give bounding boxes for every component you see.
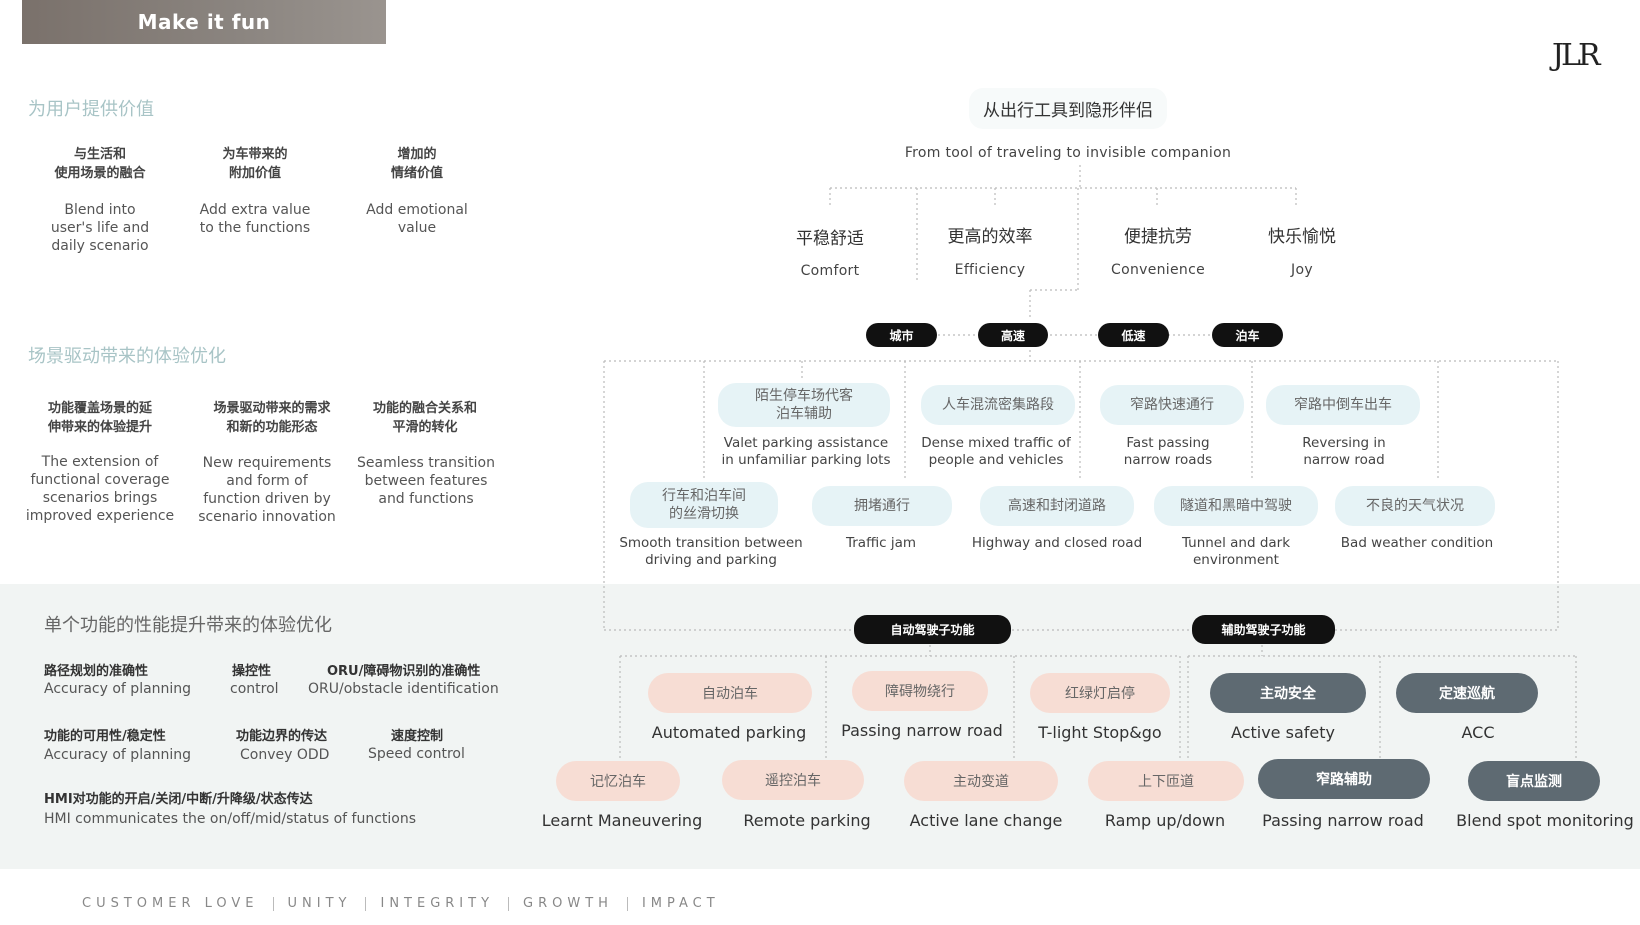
lower-section-background (0, 584, 1640, 869)
section1-col3-en: Add emotional value (366, 202, 468, 236)
scenario-narrow-fast-en: Fast passing narrow roads (1123, 435, 1213, 468)
footer-divider (626, 896, 628, 911)
section2-col2-en: New requirements and form of function dr… (198, 455, 336, 525)
section1-col1-zh: 与生活和 使用场景的融合 (54, 147, 146, 181)
function-acc-en: ACC (1461, 723, 1495, 742)
context-parking-pill: 泊车 (1212, 323, 1283, 347)
section3-r1c2-zh: 操控性 (232, 664, 272, 679)
section2-col1-en: The extension of functional coverage sce… (25, 454, 175, 524)
function-learnt-maneuvering-en: Learnt Maneuvering (541, 811, 703, 830)
scenario-reversing-bubble: 窄路中倒车出车 (1266, 385, 1420, 425)
section1-col3-zh: 增加的 情绪价值 (390, 147, 444, 181)
value-comfort-zh: 平稳舒适 (796, 229, 864, 249)
function-ramp-pill: 上下匝道 (1088, 761, 1244, 801)
footer-divider (508, 896, 510, 911)
section3-r2c3-zh: 速度控制 (391, 729, 444, 744)
value-convenience-zh: 便捷抗劳 (1124, 227, 1192, 247)
root-node-zh: 从出行工具到隐形伴侣 (983, 101, 1153, 121)
function-ramp-en: Ramp up/down (1104, 811, 1226, 830)
function-narrow-assist-en: Passing narrow road (1262, 811, 1424, 830)
group-assisted-pill: 辅助驾驶子功能 (1192, 615, 1335, 644)
section3-r1c3-zh: ORU/障碍物识别的准确性 (327, 664, 481, 679)
function-blind-spot-pill: 盲点监测 (1468, 761, 1600, 801)
scenario-weather-en: Bad weather condition (1340, 535, 1494, 551)
scenario-traffic-bubble: 拥堵通行 (812, 486, 952, 526)
section3-r1c3-en: ORU/obstacle identification (308, 681, 499, 697)
function-obstacle-bypass-pill: 障碍物绕行 (852, 671, 988, 711)
context-lowspeed-pill: 低速 (1098, 323, 1169, 347)
section2-col1-zh: 功能覆盖场景的延 伸带来的体验提升 (47, 401, 153, 435)
value-efficiency-zh: 更高的效率 (947, 227, 1033, 247)
root-node: 从出行工具到隐形伴侣 (969, 88, 1167, 129)
footer-values: CUSTOMER LOVE UNITY INTEGRITY GROWTH IMPACT (82, 896, 720, 911)
footer-value-customer-love: CUSTOMER LOVE (82, 896, 259, 911)
function-lane-change-pill: 主动变道 (904, 761, 1058, 801)
scenario-highway-en: Highway and closed road (971, 535, 1143, 551)
function-blind-spot-en: Blend spot monitoring (1456, 811, 1634, 830)
root-node-en: From tool of traveling to invisible comp… (904, 145, 1232, 161)
section2-col3-en: Seamless transition between features and… (357, 455, 495, 507)
function-automated-parking-pill: 自动泊车 (648, 673, 812, 713)
section3-title: 单个功能的性能提升带来的体验优化 (44, 615, 332, 636)
footer-value-growth: GROWTH (523, 896, 613, 911)
value-convenience-en: Convenience (1111, 262, 1205, 278)
section3-r1c1-zh: 路径规划的准确性 (44, 664, 149, 679)
value-joy-en: Joy (1291, 262, 1313, 278)
footer-value-integrity: INTEGRITY (380, 896, 495, 911)
function-remote-parking-pill: 遥控泊车 (722, 760, 864, 800)
section1-col1-en: Blend into user's life and daily scenari… (50, 202, 150, 254)
function-acc-pill: 定速巡航 (1396, 673, 1538, 713)
scenario-valet-en: Valet parking assistance in unfamiliar p… (721, 435, 891, 468)
scenario-dense-bubble: 人车混流密集路段 (921, 385, 1075, 425)
scenario-tunnel-en: Tunnel and dark environment (1181, 535, 1291, 568)
context-highway-pill: 高速 (978, 323, 1048, 347)
value-efficiency-en: Efficiency (954, 262, 1026, 278)
section1-col2-zh: 为车带来的 附加价值 (222, 147, 288, 181)
function-remote-parking-en: Remote parking (743, 811, 871, 830)
section1-col2-en: Add extra value to the functions (199, 202, 311, 236)
section3-r3c1-zh: HMI对功能的开启/关闭/中断/升降级/状态传达 (44, 792, 313, 807)
section2-col2-zh: 场景驱动带来的需求 和新的功能形态 (213, 401, 331, 435)
section1-title: 为用户提供价值 (28, 99, 154, 120)
section2-title: 场景驱动带来的体验优化 (28, 346, 226, 367)
scenario-tunnel-bubble: 隧道和黑暗中驾驶 (1154, 486, 1318, 526)
footer-divider (272, 896, 274, 911)
group-autonomous-pill: 自动驾驶子功能 (854, 615, 1011, 644)
section3-r1c1-en: Accuracy of planning (44, 681, 192, 697)
scenario-highway-bubble: 高速和封闭道路 (980, 486, 1134, 526)
function-tlight-en: T-light Stop&go (1038, 723, 1162, 742)
scenario-traffic-en: Traffic jam (845, 535, 917, 551)
function-learnt-maneuvering-pill: 记忆泊车 (556, 761, 680, 801)
scenario-weather-bubble: 不良的天气状况 (1335, 486, 1495, 526)
section2-col3-zh: 功能的融合关系和 平滑的转化 (372, 401, 478, 435)
footer-divider (365, 896, 367, 911)
jlr-logo: JLR (1552, 38, 1601, 73)
function-lane-change-en: Active lane change (909, 811, 1063, 830)
scenario-dense-en: Dense mixed traffic of people and vehicl… (921, 435, 1071, 468)
scenario-narrow-fast-bubble: 窄路快速通行 (1100, 385, 1244, 425)
section3-r1c2-en: control (230, 681, 279, 697)
function-automated-parking-en: Automated parking (651, 723, 807, 742)
function-tlight-pill: 红绿灯启停 (1030, 673, 1170, 713)
function-obstacle-bypass-en: Passing narrow road (841, 721, 1003, 740)
page-banner: Make it fun (22, 0, 386, 44)
scenario-transition-bubble: 行车和泊车间 的丝滑切换 (630, 482, 778, 528)
scenario-transition-en: Smooth transition between driving and pa… (619, 535, 803, 568)
function-narrow-assist-pill: 窄路辅助 (1258, 759, 1430, 799)
section3-r2c2-en: Convey ODD (240, 747, 330, 763)
value-joy-zh: 快乐愉悦 (1268, 227, 1336, 247)
scenario-reversing-en: Reversing in narrow road (1302, 435, 1386, 468)
section3-r2c1-zh: 功能的可用性/稳定性 (44, 729, 166, 744)
section3-r2c3-en: Speed control (368, 746, 465, 762)
context-city-pill: 城市 (866, 323, 937, 347)
section3-r2c2-zh: 功能边界的传达 (236, 729, 328, 744)
function-active-safety-en: Active safety (1231, 723, 1335, 742)
section3-r3c1-en: HMI communicates the on/off/mid/status o… (44, 811, 417, 827)
footer-value-impact: IMPACT (641, 896, 720, 911)
footer-value-unity: UNITY (287, 896, 352, 911)
function-active-safety-pill: 主动安全 (1210, 673, 1366, 713)
section3-r2c1-en: Accuracy of planning (44, 747, 192, 763)
scenario-valet-bubble: 陌生停车场代客 泊车辅助 (718, 383, 890, 427)
value-comfort-en: Comfort (800, 263, 860, 279)
